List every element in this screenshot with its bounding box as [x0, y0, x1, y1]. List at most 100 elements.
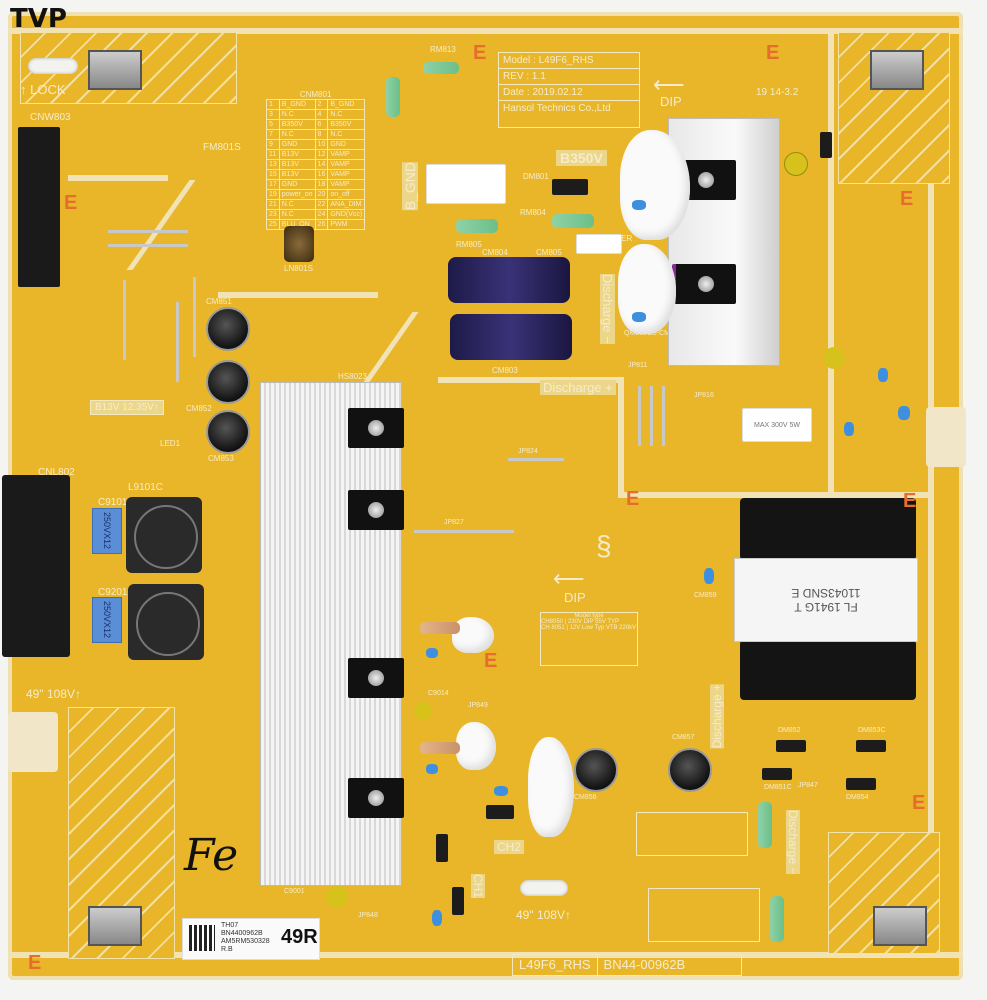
screw-icon — [368, 420, 384, 436]
isolation-trace — [126, 180, 196, 270]
diode — [846, 778, 876, 790]
electrolytic-cap — [206, 360, 250, 404]
y-capacitor — [426, 648, 438, 658]
diode — [820, 132, 832, 158]
jumper-wire — [508, 458, 564, 461]
rev-line: REV : 1.1 — [499, 69, 639, 85]
qr-code-icon — [189, 925, 215, 951]
discharge-plus-top: Discharge + — [540, 380, 616, 395]
isolation-trace — [218, 292, 378, 298]
watermark: TVP — [10, 4, 67, 34]
bulk-capacitor — [450, 314, 572, 360]
lock-slot — [28, 58, 78, 74]
resistor — [770, 896, 784, 942]
e-mark: E — [626, 488, 640, 510]
isolation-trace — [828, 32, 834, 492]
lock-tab-right — [926, 407, 966, 467]
jumper-wire — [176, 302, 179, 382]
qm802-label: QM802CS-CM809 — [624, 330, 682, 337]
white-glue — [620, 130, 690, 240]
power-transistor — [348, 408, 404, 448]
jumper-wire — [662, 386, 665, 446]
diode — [776, 740, 806, 752]
ac-input-connector — [2, 475, 70, 657]
isolation-trace — [618, 492, 928, 498]
e-mark: E — [912, 792, 926, 814]
discharge-minus-right: Discharge − — [786, 810, 800, 875]
sticker-line2: BN4400962B — [221, 930, 263, 937]
cm852-label: CM852 — [186, 404, 212, 413]
jumper-wire — [108, 230, 188, 233]
y-capacitor — [632, 312, 646, 322]
e-mark: E — [900, 188, 914, 210]
screw-icon — [368, 670, 384, 686]
screw-icon — [368, 502, 384, 518]
y-capacitor — [426, 764, 438, 774]
cm859-label: CM859 — [694, 592, 717, 599]
resistor — [420, 622, 460, 634]
jumper-wire — [638, 386, 641, 446]
jp824-label: JP824 — [518, 448, 538, 455]
diode — [452, 887, 464, 915]
model-info-block: Model : L49F6_RHS REV : 1.1 Date : 2019.… — [498, 52, 640, 128]
spec-table: Model type CH8050 | 230V DIP 55V TYP CH … — [540, 612, 638, 666]
diode — [486, 805, 514, 819]
electrolytic-cap — [668, 748, 712, 792]
white-glue — [528, 737, 574, 837]
ch1-label: CH1 — [471, 874, 485, 899]
pcb-board: ↑ LOCK Model : L49F6_RHS REV : 1.1 Date … — [2, 12, 966, 980]
y-capacitor — [704, 568, 714, 584]
electrolytic-cap — [574, 748, 618, 792]
jumper-wire — [193, 277, 196, 357]
white-glue — [618, 244, 676, 334]
small-cap — [784, 152, 808, 176]
transformer-label-line2: 11043SND E — [791, 586, 861, 600]
e-mark: E — [766, 42, 780, 64]
x-capacitor: 250VX12 — [92, 597, 122, 643]
resistor — [386, 77, 400, 117]
isolation-trace — [438, 377, 618, 383]
b13v-label: B13V 12.35V↑ — [90, 400, 164, 415]
dm801-label: DM801 — [523, 172, 549, 181]
c9001-label: C9001 — [284, 888, 305, 895]
date-code: 19 14-3.2 — [756, 87, 799, 98]
resistor-footprint — [648, 888, 760, 942]
model-line: Model : L49F6_RHS — [499, 53, 639, 69]
jp847-label: JP847 — [798, 782, 818, 789]
jp849-label: JP849 — [468, 702, 488, 709]
bulk-capacitor — [448, 257, 570, 303]
common-mode-choke — [126, 497, 202, 573]
samsung-logo-icon: § — [596, 530, 612, 561]
mounting-clip-top-right — [870, 50, 924, 90]
electrolytic-cap — [206, 307, 250, 351]
screw-icon — [698, 172, 714, 188]
diode — [436, 834, 448, 862]
pin-table-title: CNM801 — [299, 90, 332, 99]
power-transistor — [348, 658, 404, 698]
resistor-footprint — [636, 812, 748, 856]
108v-label-bottom: 49" 108V↑ — [516, 908, 571, 922]
cement-resistor — [426, 164, 506, 204]
bottom-model: L49F6_RHS — [513, 955, 598, 975]
b350v-label: B350V — [556, 150, 607, 166]
handwritten-mark: Fe — [184, 830, 239, 881]
cm857-label: CM857 — [672, 734, 695, 741]
sticker-text: TH07 BN4400962B AM5RM530328 R.B — [221, 922, 270, 954]
diode — [856, 740, 886, 752]
mounting-clip-bottom-right — [873, 906, 927, 946]
dm851c-label: DM851C — [764, 784, 792, 791]
e-mark: E — [64, 192, 78, 214]
heatsink-right — [668, 118, 780, 366]
cm805-label: CM805 — [536, 248, 562, 257]
transformer-core-top — [740, 498, 916, 560]
fuse-label: FM801S — [203, 142, 241, 153]
mounting-clip-bottom-left — [88, 906, 142, 946]
cnl802-label: CNL802 — [38, 467, 75, 478]
small-cap — [326, 886, 348, 908]
rm813-label: RM813 — [430, 45, 456, 54]
e-mark: E — [903, 490, 917, 512]
cm803-label: CM803 — [492, 366, 518, 375]
ch2-label: CH2 — [494, 840, 525, 854]
